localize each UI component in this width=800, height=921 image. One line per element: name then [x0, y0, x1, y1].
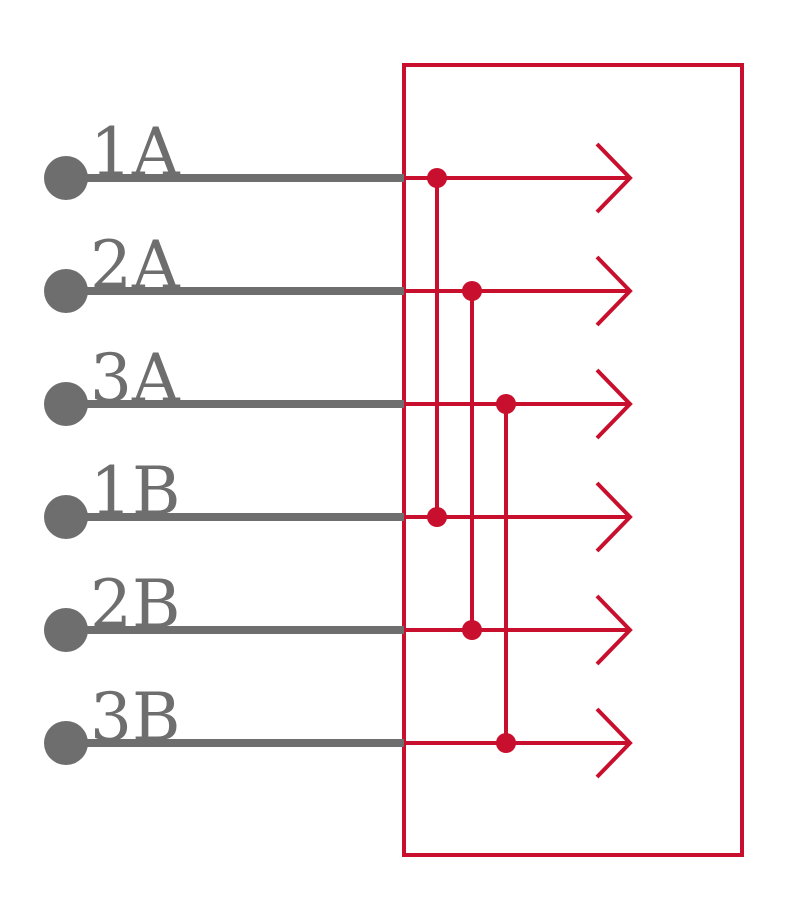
pin-row: 1B — [44, 453, 633, 553]
arrow-icon — [595, 368, 633, 440]
pin-label: 3A — [90, 340, 181, 417]
arrow-icon — [595, 255, 633, 327]
arrow-icon — [595, 142, 633, 214]
pin-row: 3A — [44, 340, 633, 440]
pin-row: 2A — [44, 227, 633, 327]
pin-label: 3B — [90, 679, 181, 756]
pin-label: 2A — [90, 227, 181, 304]
arrow-icon — [595, 707, 633, 779]
component-box — [402, 63, 744, 857]
pin-terminal-dot — [44, 608, 88, 652]
arrow-icon — [595, 481, 633, 553]
arrow-icon — [595, 594, 633, 666]
pin-label: 2B — [90, 566, 181, 643]
pin-terminal-dot — [44, 721, 88, 765]
pin-row: 3B — [44, 679, 633, 779]
pin-terminal-dot — [44, 495, 88, 539]
pin-row: 1A — [44, 114, 633, 214]
pin-terminal-dot — [44, 156, 88, 200]
pin-label: 1B — [90, 453, 181, 530]
pin-terminal-dot — [44, 382, 88, 426]
pin-terminal-dot — [44, 269, 88, 313]
pin-label: 1A — [90, 114, 181, 191]
pin-row: 2B — [44, 566, 633, 666]
